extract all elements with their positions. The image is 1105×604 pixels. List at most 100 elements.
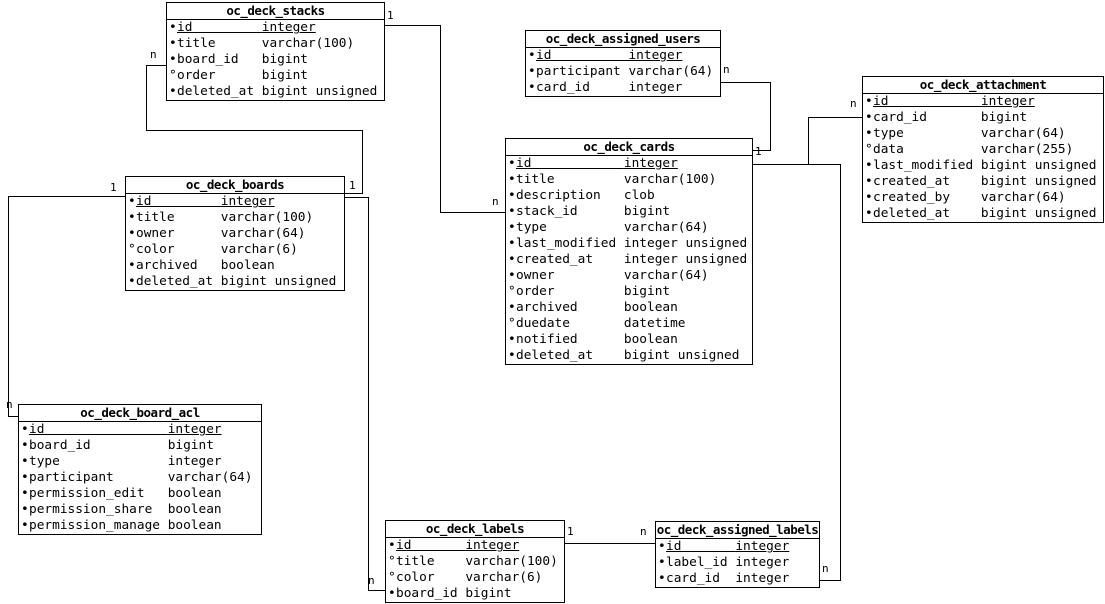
entity-oc_deck_attachment: oc_deck_attachment•id integer•card_id bi…	[862, 76, 1104, 223]
field-archived: •archived boolean	[506, 300, 752, 316]
notnull-bullet-icon: •	[865, 110, 873, 125]
notnull-bullet-icon: •	[508, 204, 516, 219]
field-card_id: •card_id integer	[526, 80, 720, 96]
field-type: integer	[167, 422, 222, 437]
notnull-bullet-icon: •	[865, 126, 873, 141]
field-name: id	[536, 48, 629, 63]
field-name: title	[177, 36, 262, 51]
connector-oc_deck_cards-oc_deck_assigned_labels	[840, 164, 841, 581]
field-name: last_modified	[873, 158, 981, 173]
notnull-bullet-icon: •	[865, 174, 873, 189]
field-name: archived	[136, 258, 221, 273]
field-name: card_id	[666, 571, 736, 586]
entity-title: oc_deck_stacks	[167, 3, 384, 20]
notnull-bullet-icon: •	[388, 586, 396, 601]
connector-oc_deck_boards-oc_deck_board_acl	[8, 416, 19, 417]
field-id: •id integer	[863, 94, 1103, 110]
field-name: board_id	[177, 52, 262, 67]
field-name: data	[873, 142, 981, 157]
field-type: bigint	[167, 438, 214, 453]
connector-oc_deck_boards-oc_deck_stacks	[345, 193, 363, 194]
entity-oc_deck_assigned_users: oc_deck_assigned_users•id integer•partic…	[525, 30, 721, 97]
field-name: created_by	[873, 190, 981, 205]
connector-oc_deck_cards-oc_deck_assigned_labels	[753, 164, 841, 165]
field-color: °color varchar(6)	[386, 570, 564, 586]
field-type: varchar(100)	[220, 210, 314, 225]
field-card_id: •card_id bigint	[863, 110, 1103, 126]
field-id: •id integer	[167, 20, 384, 36]
field-id: •id integer	[526, 48, 720, 64]
notnull-bullet-icon: •	[528, 80, 536, 95]
field-type: boolean	[167, 518, 222, 533]
field-order: °order bigint	[167, 68, 384, 84]
field-name: id	[177, 20, 262, 35]
field-type: boolean	[623, 332, 678, 347]
notnull-bullet-icon: •	[658, 555, 666, 570]
entity-oc_deck_cards: oc_deck_cards•id integer•title varchar(1…	[505, 138, 753, 365]
field-type: integer	[735, 555, 790, 570]
nullable-bullet-icon: °	[388, 570, 396, 585]
field-name: label_id	[666, 555, 736, 570]
connector-oc_deck_boards-oc_deck_stacks	[146, 65, 167, 66]
field-name: board_id	[396, 586, 466, 601]
notnull-bullet-icon: •	[865, 206, 873, 221]
notnull-bullet-icon: •	[21, 438, 29, 453]
entity-title: oc_deck_boards	[126, 177, 344, 194]
field-order: °order bigint	[506, 284, 752, 300]
field-name: description	[516, 188, 624, 203]
field-created_at: •created_at integer unsigned	[506, 252, 752, 268]
notnull-bullet-icon: •	[528, 48, 536, 63]
field-deleted_at: •deleted_at bigint unsigned	[506, 348, 752, 364]
field-name: deleted_at	[516, 348, 624, 363]
cardinality-label: n	[6, 398, 13, 411]
notnull-bullet-icon: •	[169, 36, 177, 51]
notnull-bullet-icon: •	[865, 94, 873, 109]
field-deleted_at: •deleted_at bigint unsigned	[126, 274, 344, 290]
field-type: integer	[735, 571, 790, 586]
connector-oc_deck_boards-oc_deck_board_acl	[8, 196, 126, 197]
field-type: datetime	[623, 316, 686, 331]
nullable-bullet-icon: °	[388, 554, 396, 569]
field-name: id	[396, 538, 466, 553]
field-owner: •owner varchar(64)	[506, 268, 752, 284]
field-name: created_at	[516, 252, 624, 267]
field-type: integer	[261, 20, 316, 35]
field-name: title	[396, 554, 466, 569]
notnull-bullet-icon: •	[169, 52, 177, 67]
field-name: board_id	[29, 438, 168, 453]
notnull-bullet-icon: •	[865, 158, 873, 173]
notnull-bullet-icon: •	[865, 190, 873, 205]
field-participant: •participant varchar(64)	[19, 470, 261, 486]
field-type: bigint	[261, 52, 308, 67]
notnull-bullet-icon: •	[508, 188, 516, 203]
notnull-bullet-icon: •	[388, 538, 396, 553]
field-name: permission_share	[29, 502, 168, 517]
field-permission_share: •permission_share boolean	[19, 502, 261, 518]
field-type: bigint unsigned	[623, 348, 740, 363]
field-name: participant	[536, 64, 629, 79]
field-type: integer	[220, 194, 275, 209]
field-name: last_modified	[516, 236, 624, 251]
entity-oc_deck_labels: oc_deck_labels•id integer°title varchar(…	[385, 520, 565, 603]
field-color: °color varchar(6)	[126, 242, 344, 258]
field-type: integer unsigned	[623, 236, 748, 251]
notnull-bullet-icon: •	[128, 194, 136, 209]
notnull-bullet-icon: •	[21, 454, 29, 469]
field-title: •title varchar(100)	[506, 172, 752, 188]
field-name: duedate	[516, 316, 624, 331]
field-name: color	[136, 242, 221, 257]
field-name: card_id	[536, 80, 629, 95]
nullable-bullet-icon: °	[169, 68, 177, 83]
field-data: °data varchar(255)	[863, 142, 1103, 158]
field-id: •id integer	[126, 194, 344, 210]
field-name: permission_manage	[29, 518, 168, 533]
field-participant: •participant varchar(64)	[526, 64, 720, 80]
entity-title: oc_deck_assigned_labels	[656, 522, 819, 539]
notnull-bullet-icon: •	[128, 274, 136, 289]
field-name: type	[516, 220, 624, 235]
field-type: clob	[623, 188, 655, 203]
connector-oc_deck_cards-oc_deck_assigned_users	[721, 82, 771, 83]
field-id: •id integer	[386, 538, 564, 554]
cardinality-label: 1	[349, 179, 356, 192]
field-card_id: •card_id integer	[656, 571, 819, 587]
